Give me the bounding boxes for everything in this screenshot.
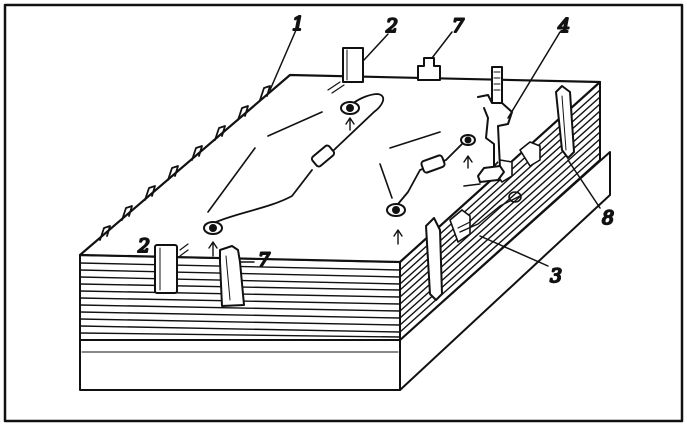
edge-teeth [99,85,271,241]
probe-assembly-4 [463,66,513,187]
callout-7-front: 7 [258,249,271,271]
clamp-7-front [219,245,245,307]
callout-8: 8 [602,207,614,229]
clamp-2-front [154,243,189,294]
clamp-3 [425,209,471,301]
figure-frame [3,3,684,423]
clamp-8 [555,85,575,159]
callout-2-front: 2 [137,235,150,257]
stack-top-face [78,73,602,264]
clamp-7-top [417,57,441,81]
callout-7-top: 7 [452,15,465,37]
left-electrode-cable [203,93,385,257]
callout-leaders [239,29,601,267]
callout-3: 3 [550,265,562,287]
right-electrode-cable [379,131,476,245]
callout-4: 4 [557,15,570,37]
front-lamination-lines [79,262,401,338]
callout-1: 1 [292,13,304,35]
clamp-2-top [327,47,364,94]
callout-2-top: 2 [385,15,398,37]
